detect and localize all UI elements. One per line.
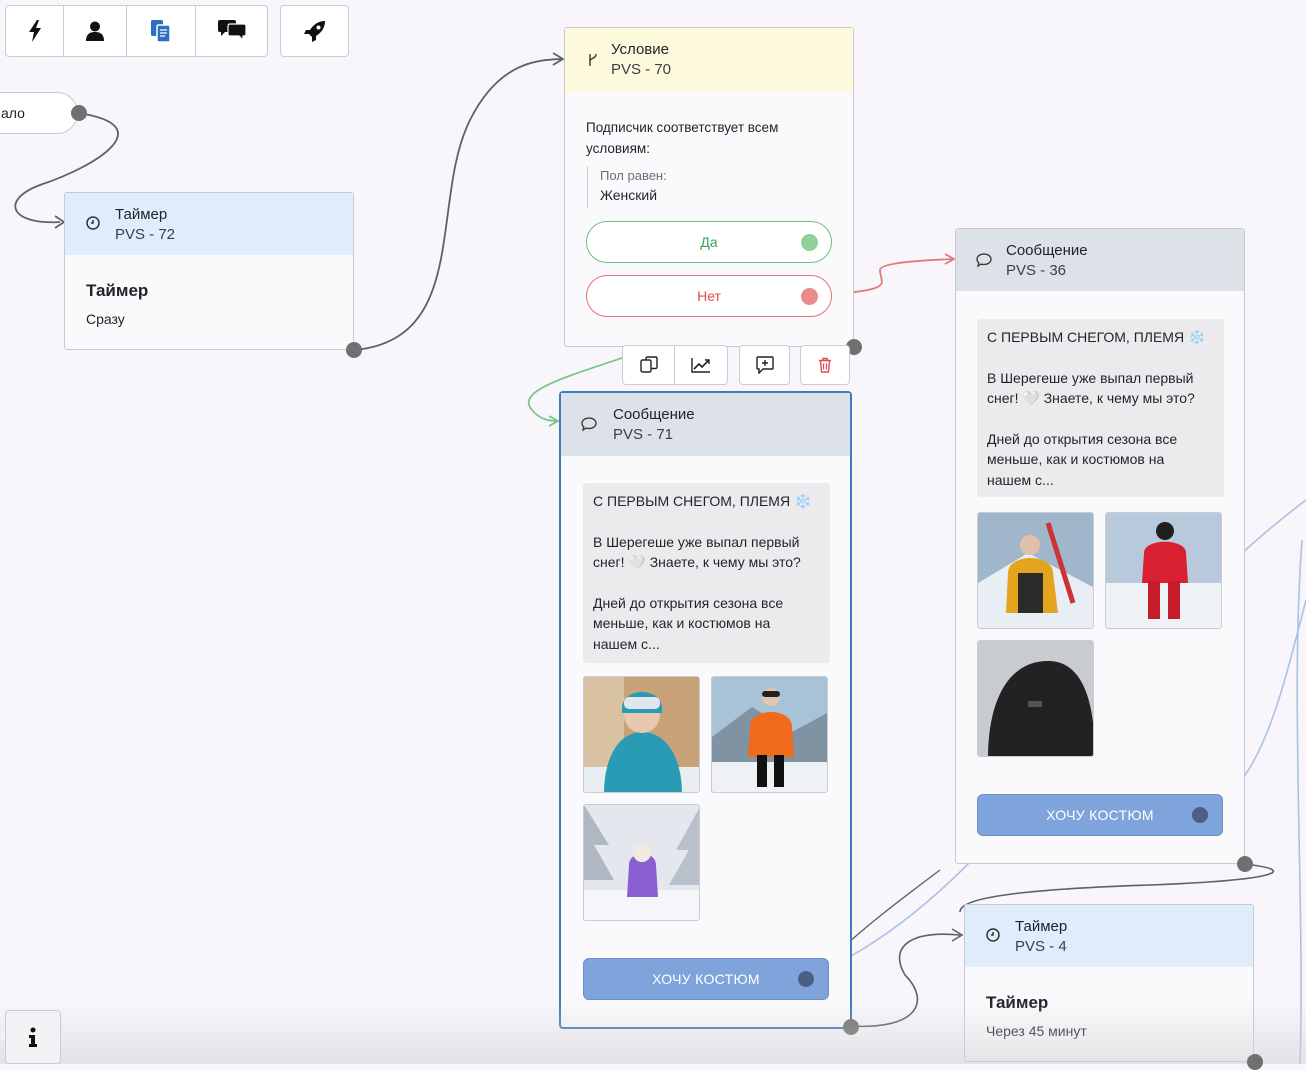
trash-icon <box>819 357 831 373</box>
message-line: снег! 🤍 Знаете, к чему мы это? <box>593 554 801 570</box>
toolbar-group-launch <box>280 5 349 57</box>
node-code: PVS - 36 <box>1006 262 1067 279</box>
node-header: Таймер PVS - 4 <box>965 905 1253 967</box>
message-line: меньше, как и костюмов на <box>593 615 771 631</box>
content-button[interactable] <box>127 6 196 56</box>
message-line: С ПЕРВЫМ СНЕГОМ, ПЛЕМЯ ❄️ <box>987 329 1206 345</box>
node-title: Таймер <box>115 206 168 223</box>
add-comment-icon <box>755 356 774 374</box>
message-line: В Шерегеше уже выпал первый <box>987 369 1194 386</box>
node-header: Сообщение PVS - 36 <box>956 229 1244 291</box>
duplicate-node-button[interactable] <box>622 345 675 385</box>
node-title: Таймер <box>1015 918 1068 935</box>
timer-72-output-port[interactable] <box>346 342 362 358</box>
timer-node-72[interactable]: Таймер PVS - 72 Таймер Сразу <box>64 192 354 350</box>
message-line: нашем с... <box>987 471 1054 488</box>
no-output-port[interactable] <box>801 288 818 305</box>
message-photo[interactable] <box>977 640 1094 757</box>
timer-4-output-port[interactable] <box>1247 1054 1263 1070</box>
cta-output-port[interactable] <box>1192 807 1208 823</box>
condition-text-line2: условиям: <box>586 141 650 156</box>
clock-icon <box>86 216 100 230</box>
node-code: PVS - 70 <box>611 61 672 78</box>
message-photo[interactable] <box>977 512 1094 629</box>
message-text-box: С ПЕРВЫМ СНЕГОМ, ПЛЕМЯ ❄️ В Шерегеше уже… <box>977 319 1224 497</box>
rule-value: Женский <box>600 187 658 203</box>
node-header: Таймер PVS - 72 <box>65 193 353 255</box>
message-node-71[interactable]: Сообщение PVS - 71 С ПЕРВЫМ СНЕГОМ, ПЛЕМ… <box>559 391 852 1029</box>
condition-rule: Пол равен: Женский <box>587 166 787 208</box>
yes-label: Да <box>700 234 718 250</box>
subscriber-button[interactable] <box>64 6 127 56</box>
node-stats-button[interactable] <box>674 345 728 385</box>
chat-bubbles-icon <box>217 20 246 42</box>
launch-button[interactable] <box>281 6 348 56</box>
rule-label: Пол равен: <box>600 168 667 183</box>
node-code: PVS - 4 <box>1015 938 1067 955</box>
message-photo[interactable] <box>583 676 700 793</box>
message-line: меньше, как и костюмов на <box>987 451 1165 467</box>
message-line: С ПЕРВЫМ СНЕГОМ, ПЛЕМЯ ❄️ <box>593 493 812 509</box>
delete-node-button[interactable] <box>800 345 850 385</box>
condition-text-line1: Подписчик соответствует всем <box>586 120 779 135</box>
message-line: снег! 🤍 Знаете, к чему мы это? <box>987 390 1195 406</box>
trigger-button[interactable] <box>6 6 64 56</box>
copy-document-icon <box>151 20 171 43</box>
message-line: В Шерегеше уже выпал первый <box>593 533 800 550</box>
clock-icon <box>986 928 1000 942</box>
message-line: нашем с... <box>593 635 660 652</box>
start-node-label: ало <box>1 105 25 121</box>
cta-output-port[interactable] <box>798 971 814 987</box>
rocket-icon <box>303 21 325 42</box>
branch-icon <box>589 53 597 66</box>
message-71-output-port[interactable] <box>843 1019 859 1035</box>
timer-heading: Таймер <box>86 281 149 300</box>
start-output-port[interactable] <box>71 105 87 121</box>
message-line: Дней до открытия сезона все <box>987 430 1178 447</box>
message-node-36[interactable]: Сообщение PVS - 36 С ПЕРВЫМ СНЕГОМ, ПЛЕМ… <box>955 228 1245 864</box>
cta-label: ХОЧУ КОСТЮМ <box>652 971 760 987</box>
copy-icon <box>639 356 658 373</box>
message-36-output-port[interactable] <box>1237 856 1253 872</box>
message-photo[interactable] <box>583 804 700 921</box>
node-title: Условие <box>611 41 669 58</box>
speech-bubble-icon <box>581 417 597 432</box>
message-text-box: С ПЕРВЫМ СНЕГОМ, ПЛЕМЯ ❄️ В Шерегеше уже… <box>583 483 830 663</box>
add-comment-button[interactable] <box>739 345 790 385</box>
node-code: PVS - 71 <box>613 426 674 443</box>
chat-button[interactable] <box>196 6 267 56</box>
node-title: Сообщение <box>613 406 695 423</box>
message-cta-button[interactable]: ХОЧУ КОСТЮМ <box>977 794 1223 836</box>
timer-detail: Через 45 минут <box>986 1023 1087 1039</box>
bolt-icon <box>28 20 41 42</box>
message-photo[interactable] <box>1105 512 1222 629</box>
speech-bubble-icon <box>976 253 992 268</box>
user-icon <box>86 21 104 41</box>
yes-output-port[interactable] <box>801 234 818 251</box>
start-node[interactable]: ало <box>0 92 78 134</box>
toolbar-group-main <box>5 5 268 57</box>
no-label: Нет <box>697 288 721 304</box>
timer-detail: Сразу <box>86 311 125 327</box>
node-header: Условие PVS - 70 <box>565 28 853 92</box>
stats-chart-icon <box>691 358 710 373</box>
node-header: Сообщение PVS - 71 <box>561 393 850 456</box>
timer-node-4[interactable]: Таймер PVS - 4 Таймер Через 45 минут <box>964 904 1254 1062</box>
condition-yes-branch[interactable]: Да <box>586 221 832 263</box>
condition-output-port[interactable] <box>846 339 862 355</box>
message-photo[interactable] <box>711 676 828 793</box>
node-code: PVS - 72 <box>115 226 176 243</box>
message-line: Дней до открытия сезона все <box>593 594 784 611</box>
message-cta-button[interactable]: ХОЧУ КОСТЮМ <box>583 958 829 1000</box>
info-icon <box>29 1027 37 1047</box>
info-button[interactable] <box>5 1010 61 1064</box>
condition-no-branch[interactable]: Нет <box>586 275 832 317</box>
cta-label: ХОЧУ КОСТЮМ <box>1046 807 1154 823</box>
timer-heading: Таймер <box>986 993 1049 1012</box>
node-title: Сообщение <box>1006 242 1088 259</box>
